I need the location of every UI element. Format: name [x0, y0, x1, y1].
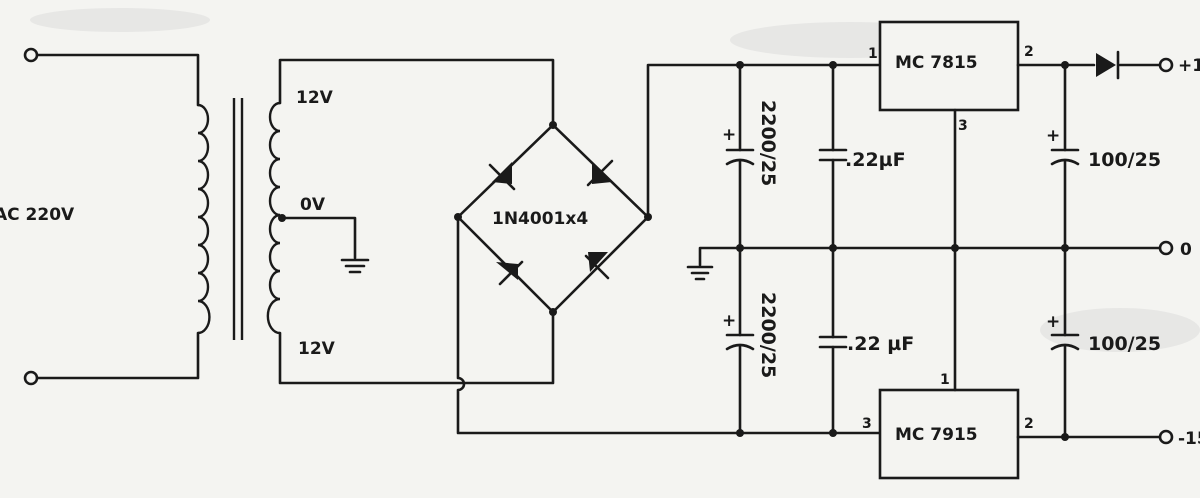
output-label-ground: 0 — [1180, 240, 1192, 260]
decoupling-capacitor-top: .22µF — [818, 61, 906, 250]
input-wire-bottom — [34, 331, 200, 380]
decoupling-capacitor-bottom: .22 µF — [818, 246, 914, 437]
output-terminal-positive[interactable] — [1158, 57, 1174, 73]
input-terminal-top[interactable] — [23, 47, 39, 63]
output-terminal-ground[interactable] — [1158, 240, 1174, 256]
output-capacitor-bottom: + 100/25 — [1046, 246, 1161, 439]
input-voltage-label: AC 220V — [0, 205, 75, 225]
regulator-neg-label: MC 7915 — [895, 425, 978, 445]
regulator-negative: MC 7915 3 2 1 — [862, 246, 1162, 480]
ground-rail-wire — [698, 246, 1162, 267]
cap-polarity-mark: + — [722, 125, 736, 145]
svg-text:3: 3 — [958, 118, 968, 134]
svg-text:2: 2 — [1024, 416, 1034, 432]
tap-label-center: 0V — [300, 195, 326, 215]
output-capacitor-top: + 100/25 — [1046, 63, 1161, 250]
primary-winding — [197, 103, 211, 335]
filter-capacitor-bottom: + 2200/25 — [722, 246, 779, 437]
decouple-cap-top-label: .22µF — [845, 149, 906, 171]
input-terminal-bottom[interactable] — [23, 370, 39, 386]
svg-text:+: + — [1046, 126, 1060, 146]
regulator-pos-label: MC 7815 — [895, 53, 978, 73]
transformer: 12V 0V 12V — [197, 58, 555, 385]
bridge-rectifier: 1N4001x4 — [454, 63, 882, 435]
tap-label-bottom: 12V — [298, 339, 336, 359]
center-tap-wire — [280, 216, 357, 260]
ground-rail — [686, 244, 1162, 281]
svg-text:3: 3 — [862, 416, 872, 432]
output-terminals: +15V 0 -15V — [1158, 56, 1200, 449]
bridge-negative-wire — [456, 215, 882, 435]
output-diode — [1096, 50, 1120, 80]
diode-top-left — [488, 162, 516, 191]
bridge-label: 1N4001x4 — [492, 209, 588, 229]
secondary-bottom-lead — [278, 310, 555, 385]
svg-text:1: 1 — [868, 46, 878, 62]
svg-text:+: + — [1046, 312, 1060, 332]
ground-symbol-transformer — [340, 258, 370, 274]
output-cap-bottom-label: 100/25 — [1088, 333, 1161, 355]
ground-symbol-rail — [686, 265, 714, 281]
svg-text:2: 2 — [1024, 44, 1034, 60]
svg-text:+: + — [722, 311, 736, 331]
filter-cap-top-label: 2200/25 — [757, 100, 779, 186]
input-wire-top — [34, 53, 200, 107]
tap-label-top: 12V — [296, 88, 334, 108]
output-terminal-negative[interactable] — [1158, 429, 1174, 445]
filter-cap-bottom-label: 2200/25 — [757, 292, 779, 378]
diode-bottom-left — [496, 260, 524, 286]
output-cap-top-label: 100/25 — [1088, 149, 1161, 171]
bridge-positive-wire — [646, 63, 882, 219]
ac-input: AC 220V — [0, 47, 200, 386]
diode-top-right — [586, 159, 614, 187]
diode-bottom-right — [584, 252, 610, 280]
filter-capacitor-top: + 2200/25 — [722, 61, 779, 250]
decouple-cap-bottom-label: .22 µF — [847, 333, 914, 355]
output-label-positive: +15V — [1178, 56, 1200, 76]
regulator-positive: MC 7815 1 2 3 — [868, 20, 1162, 250]
output-label-negative: -15V — [1178, 429, 1200, 449]
svg-text:1: 1 — [940, 372, 950, 388]
secondary-top-lead — [278, 58, 555, 127]
